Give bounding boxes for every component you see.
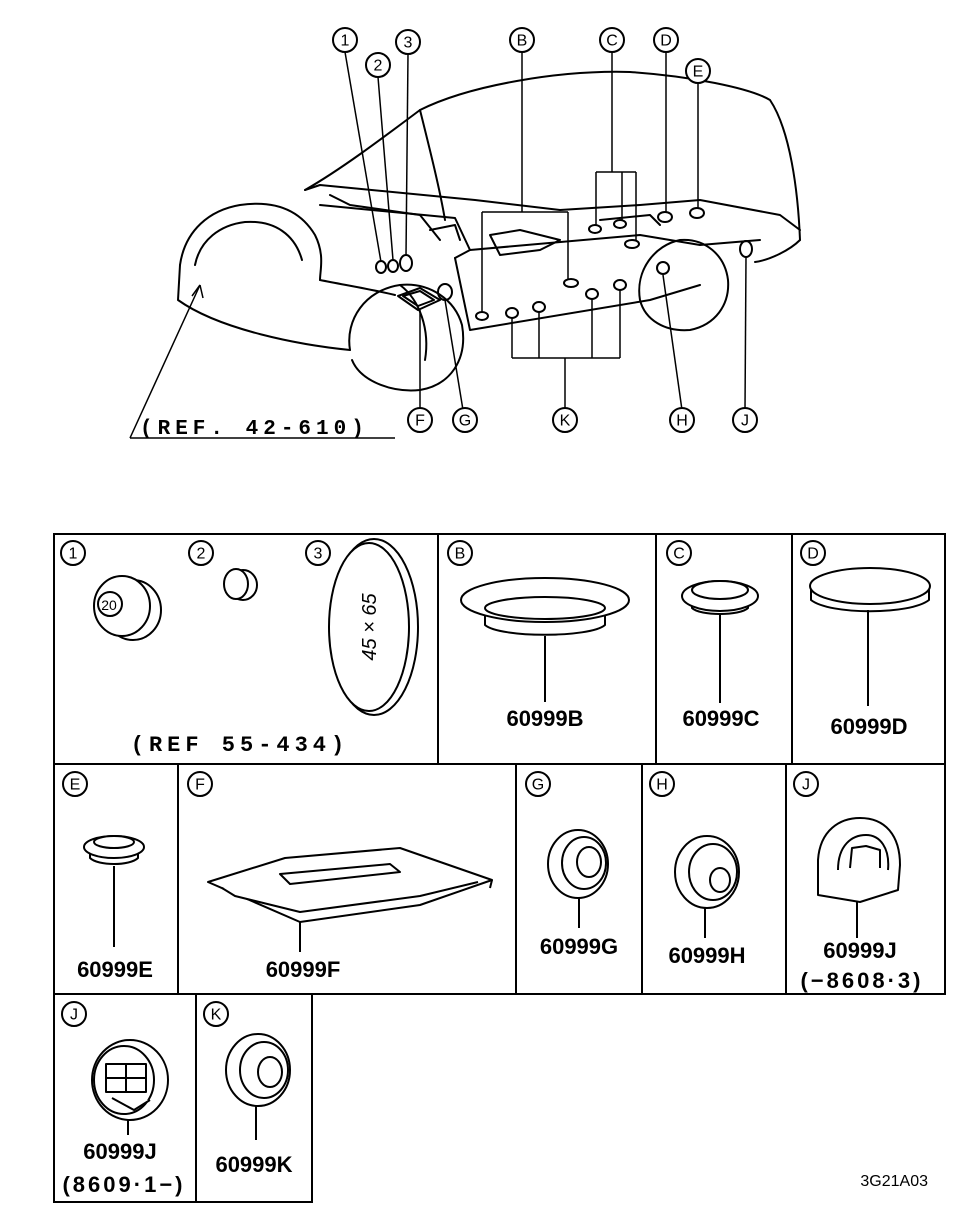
ref-label-55-434: (REF 55-434) — [131, 733, 349, 758]
grommet-j-late-drawing — [91, 1039, 169, 1135]
cell-label-g: G — [532, 777, 544, 794]
cell-label-j1: J — [802, 777, 810, 794]
cell-label-j2: J — [70, 1007, 78, 1024]
part-number-j-early: 60999J — [823, 938, 896, 963]
part-number-d: 60999D — [830, 714, 907, 739]
grommet-g-drawing — [547, 829, 609, 928]
diagram-code: 3G21A03 — [860, 1173, 928, 1190]
plug-3-size-text: 45 × 65 — [359, 592, 381, 660]
plug-3-oval-drawing — [328, 538, 419, 716]
cell-label-1: 1 — [69, 546, 78, 563]
parts-table-grid — [53, 533, 946, 1203]
cell-label-2: 2 — [197, 546, 206, 563]
callout-f: F — [415, 413, 425, 430]
cover-f-drawing — [207, 847, 493, 952]
callout-k: K — [560, 413, 571, 430]
cell-label-d: D — [807, 546, 819, 563]
plug-1-drawing — [93, 575, 162, 641]
plug-1-size-text: 20 — [101, 597, 117, 613]
grommet-c-drawing — [681, 580, 759, 703]
part-note-j-late: (8609·1−) — [62, 1172, 185, 1197]
plug-d-drawing — [809, 567, 931, 706]
part-number-k: 60999K — [215, 1152, 292, 1177]
leader-lines — [129, 51, 747, 439]
ref-label-42-610: (REF. 42-610) — [140, 418, 369, 441]
callout-e: E — [693, 64, 704, 81]
grommet-h-drawing — [674, 835, 740, 938]
callout-g: G — [459, 413, 471, 430]
vehicle-overview — [177, 70, 801, 392]
callout-j: J — [741, 413, 749, 430]
part-number-g: 60999G — [540, 934, 618, 959]
cell-label-3: 3 — [314, 546, 323, 563]
part-number-e: 60999E — [77, 957, 153, 982]
grommet-e-drawing — [83, 835, 145, 947]
part-number-c: 60999C — [682, 706, 759, 731]
grommet-k-drawing — [225, 1033, 291, 1140]
part-number-f: 60999F — [266, 957, 341, 982]
callout-c: C — [606, 33, 618, 50]
part-note-j-early: (−8608·3) — [800, 968, 923, 993]
cell-label-b: B — [455, 546, 466, 563]
part-number-b: 60999B — [506, 706, 583, 731]
cell-label-k: K — [211, 1007, 222, 1024]
cell-label-c: C — [673, 546, 685, 563]
callout-3: 3 — [404, 35, 413, 52]
callout-2: 2 — [374, 58, 383, 75]
grommet-j-early-drawing — [817, 817, 901, 938]
cell-label-f: F — [195, 777, 205, 794]
callout-d: D — [660, 33, 672, 50]
cell-label-e: E — [70, 777, 81, 794]
cell-label-h: H — [656, 777, 668, 794]
grommet-b-drawing — [460, 577, 630, 702]
cell-label-circles — [60, 540, 826, 1027]
plug-2-drawing — [223, 568, 258, 601]
overview-callouts — [332, 27, 758, 433]
callout-b: B — [517, 33, 528, 50]
part-number-h: 60999H — [668, 943, 745, 968]
part-number-j-late: 60999J — [83, 1139, 156, 1164]
callout-1: 1 — [341, 33, 350, 50]
callout-h: H — [676, 413, 688, 430]
